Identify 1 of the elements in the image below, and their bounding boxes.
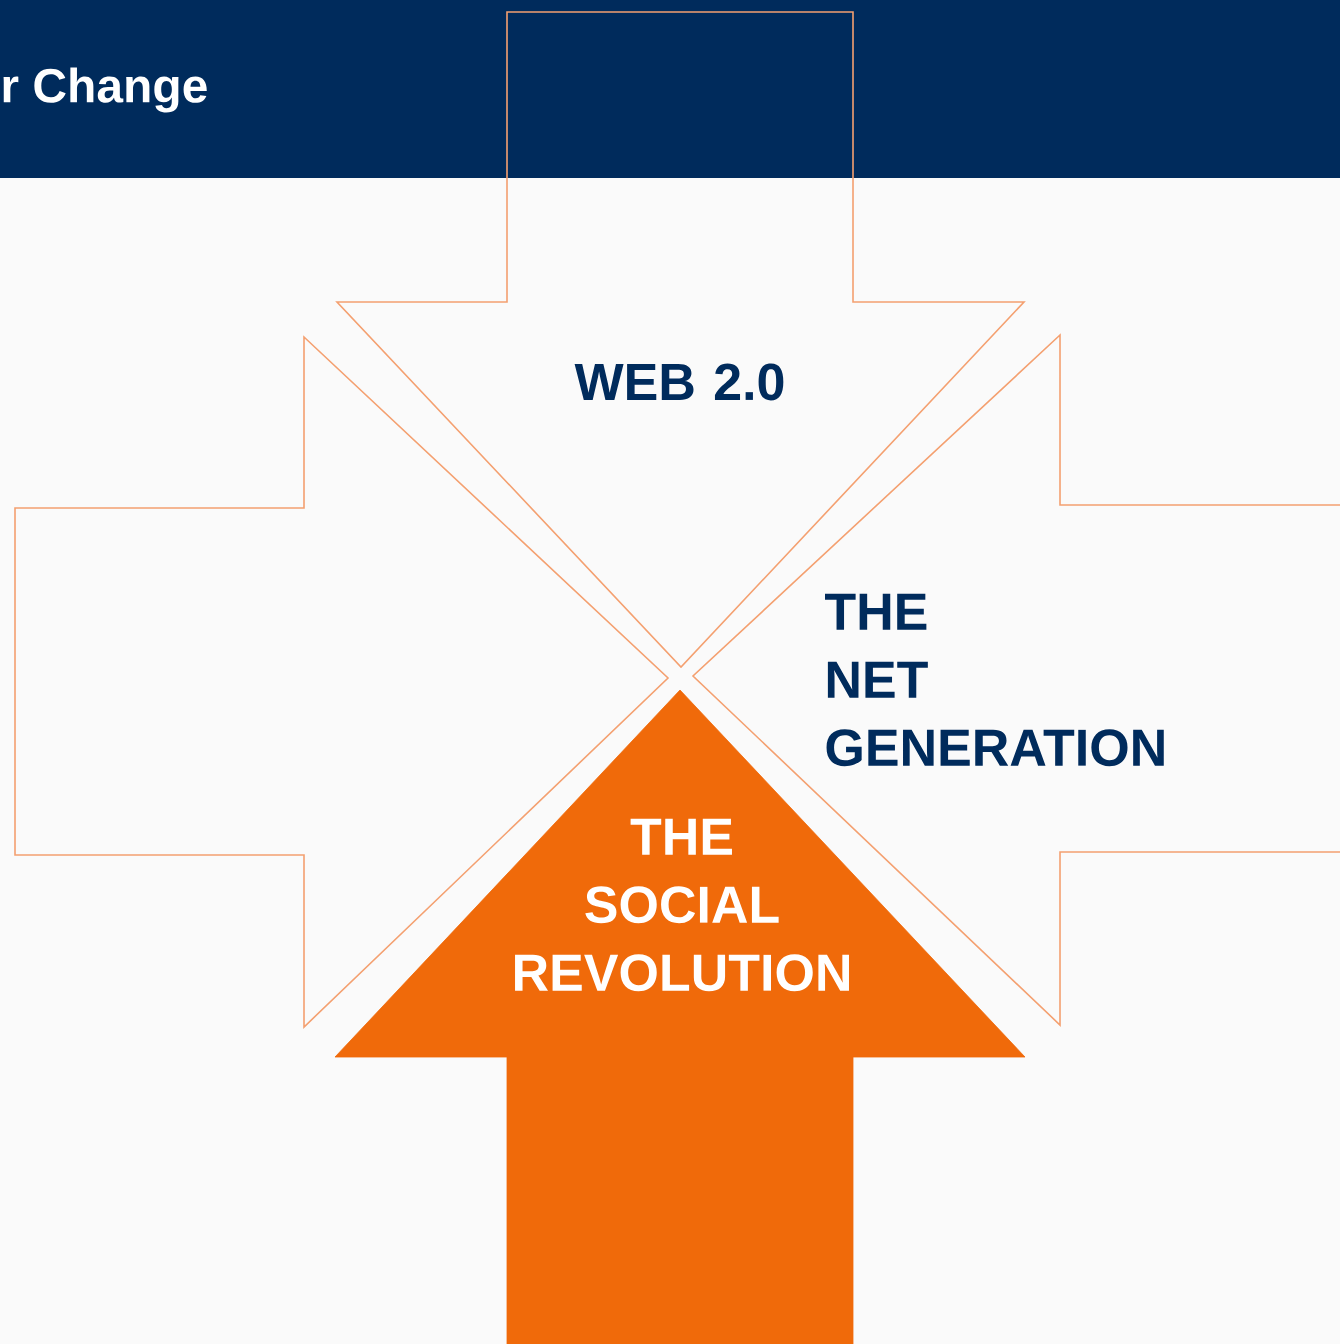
- header-band: r Change: [0, 0, 1340, 178]
